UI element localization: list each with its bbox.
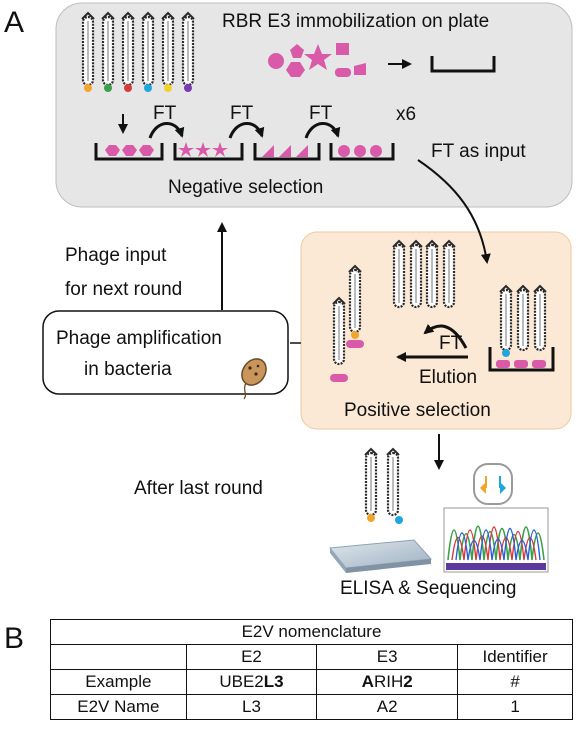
table-title-row: E2V nomenclature [50, 619, 573, 645]
ft-label-3: FT [309, 103, 333, 124]
phage-library [81, 11, 195, 92]
phage-input-label-1: Phage input [65, 245, 167, 266]
example-e3-middle: RIH [373, 672, 404, 691]
phage-icon [121, 11, 135, 92]
name-e2: L3 [185, 694, 318, 720]
panel-a-letter: A [4, 6, 25, 39]
phage-icon [161, 11, 175, 92]
phage-icon [499, 284, 513, 357]
phage-icon [81, 11, 95, 92]
positive-selection-label: Positive selection [344, 400, 491, 421]
example-e2-suffix: L3 [263, 672, 284, 691]
header-cell-e2: E2 [185, 644, 318, 670]
negative-wells [94, 142, 395, 161]
example-e2-prefix: UBE2 [219, 672, 264, 691]
positive-selection-panel [300, 231, 572, 430]
phage-icon [364, 447, 378, 522]
phage-icon [442, 239, 456, 309]
ft-label-1: FT [153, 103, 177, 124]
phage-icon [533, 284, 547, 352]
phage-icon [181, 11, 195, 92]
amplification-label-2: in bacteria [84, 359, 172, 380]
phage-icon [348, 264, 362, 339]
header-cell-empty [50, 644, 187, 670]
amplification-label-1: Phage amplification [56, 328, 222, 349]
bound-target [346, 340, 364, 348]
immobilization-label: RBR E3 immobilization on plate [222, 11, 490, 32]
ft-as-input-label: FT as input [431, 141, 526, 162]
positive-well-targets [496, 360, 546, 368]
rbr-e3-shapes [268, 43, 366, 77]
sequencing-icon [443, 463, 549, 573]
example-identifier: # [457, 669, 573, 695]
bacterium-icon [241, 358, 267, 400]
after-last-round-label: After last round [134, 478, 263, 499]
example-label: Example [50, 669, 187, 695]
name-identifier: 1 [457, 694, 573, 720]
header-cell-e3: E3 [316, 644, 459, 670]
empty-plate-well [430, 56, 496, 73]
ft-as-input-arrow [417, 159, 491, 264]
example-e2: UBE2L3 [185, 669, 318, 695]
amplification-box [42, 310, 289, 395]
phage-icon [392, 239, 406, 309]
phage-icon [332, 296, 346, 366]
example-e3-initial: A [361, 672, 374, 691]
nomenclature-table: E2V nomenclature E2 E3 Identifier Exampl… [50, 619, 573, 720]
table-title: E2V nomenclature [50, 619, 573, 645]
bound-target [330, 374, 348, 382]
phage-icon [101, 11, 115, 92]
panel-b-letter: B [4, 622, 25, 655]
final-phages [364, 447, 403, 524]
ft-positive-arrow [423, 324, 468, 349]
repeat-label: x6 [396, 104, 417, 125]
negative-selection-label: Negative selection [168, 177, 324, 198]
elisa-sequencing-label: ELISA & Sequencing [340, 578, 517, 599]
name-e3: A2 [316, 694, 459, 720]
header-cell-identifier: Identifier [457, 644, 573, 670]
ft-positive-label: FT [439, 333, 463, 354]
phage-icon [409, 239, 423, 309]
phage-icon [425, 239, 439, 309]
phage-icon [141, 11, 155, 92]
ft-arrows [148, 122, 341, 139]
example-e3-number: 2 [403, 672, 413, 691]
phage-icon [516, 284, 530, 352]
positive-well [488, 347, 555, 372]
name-label: E2V Name [50, 694, 187, 720]
example-e3: ARIH2 [316, 669, 459, 695]
phage-icon [386, 447, 403, 524]
positive-phages [330, 239, 547, 382]
elution-label: Elution [419, 367, 478, 388]
table-header-row: E2 E3 Identifier [50, 644, 573, 670]
table-row-e2v-name: E2V Name L3 A2 1 [50, 694, 573, 720]
elisa-plate-icon [329, 539, 433, 573]
ft-label-2: FT [230, 103, 254, 124]
phage-input-label-2: for next round [65, 279, 183, 300]
table-row-example: Example UBE2L3 ARIH2 # [50, 669, 573, 695]
